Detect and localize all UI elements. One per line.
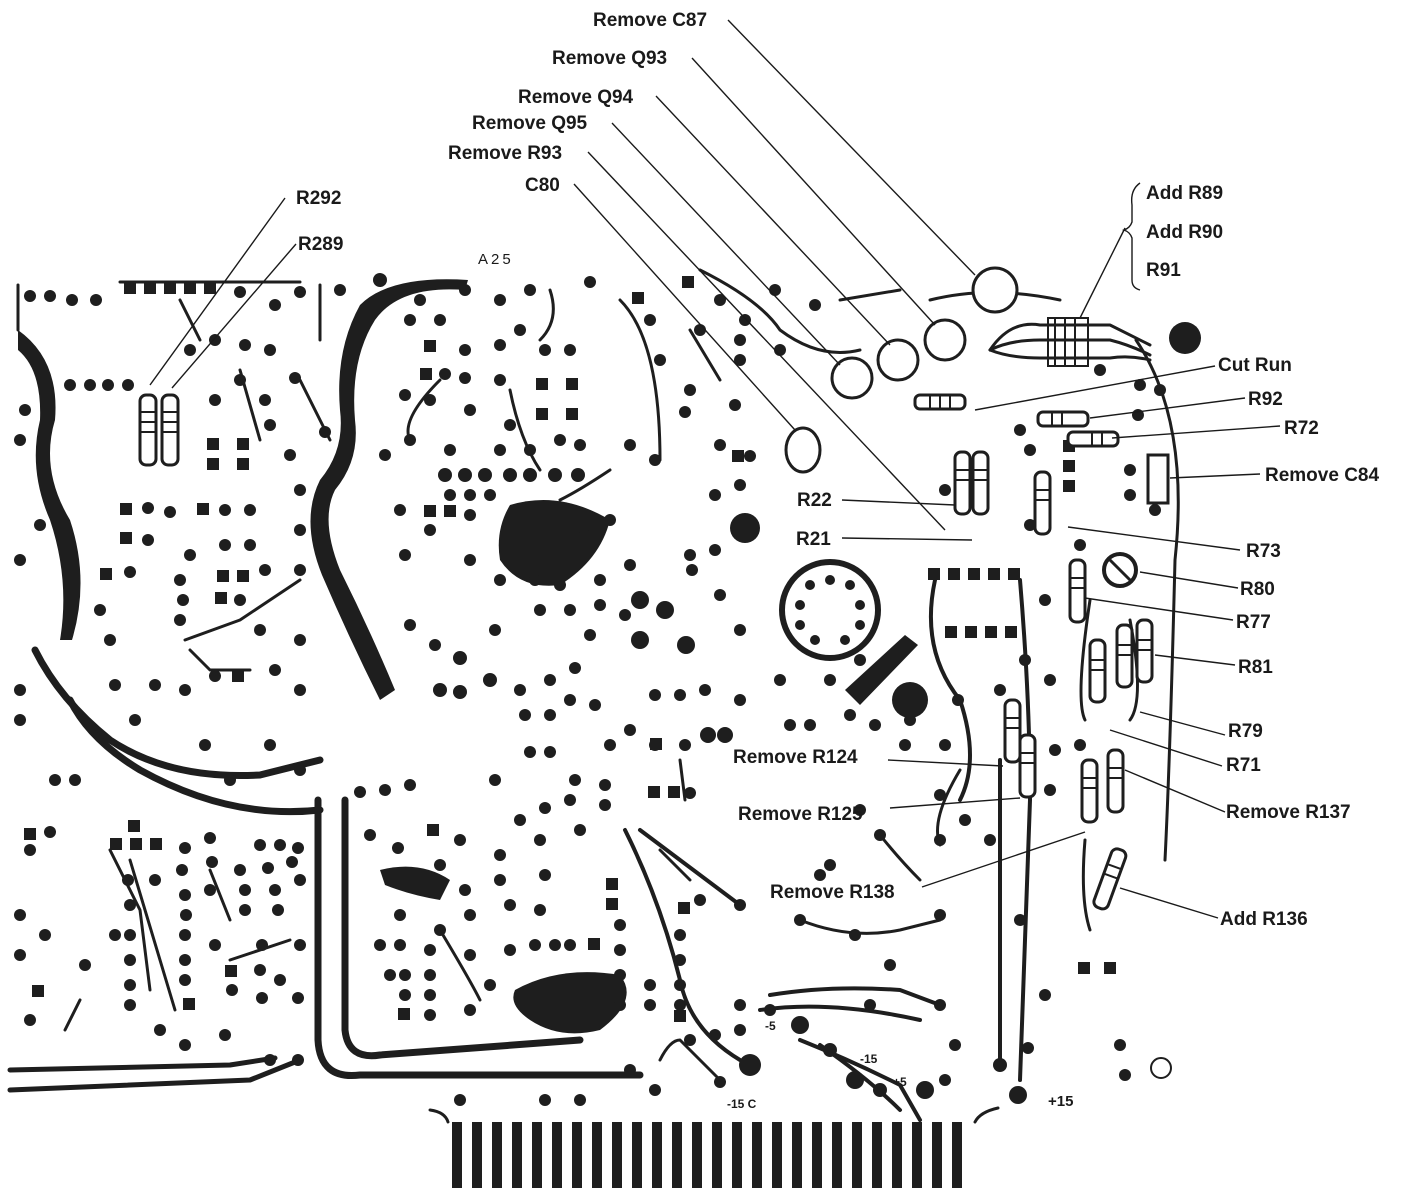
resistor-r289 [160, 393, 180, 467]
test-point [892, 682, 928, 718]
label-cut-run: Cut Run [1218, 355, 1292, 376]
label-remove-r138: Remove R138 [770, 882, 895, 903]
voltage-label-m15c: -15 C [727, 1097, 757, 1111]
resistor-r138 [1080, 758, 1099, 824]
voltage-label-m5: -5 [765, 1019, 776, 1033]
resistor-r81 [1135, 618, 1154, 684]
trimpot-r80 [1102, 552, 1138, 588]
label-remove-q95: Remove Q95 [472, 113, 588, 134]
resistor-r21 [971, 450, 990, 516]
callout-labels: Remove C87 Remove Q93 Remove Q94 Remove … [296, 10, 1379, 930]
component-outlines [138, 266, 1201, 1079]
label-add-r90: Add R90 [1146, 222, 1223, 243]
capacitor-c87 [971, 266, 1019, 314]
resistor-r73 [1033, 470, 1052, 536]
label-r80: R80 [1240, 579, 1275, 600]
test-point [730, 513, 760, 543]
resistor-r79 [1115, 623, 1134, 689]
signal-traces [7, 268, 1139, 1122]
capacitor-c80 [784, 426, 822, 474]
leader-lines [149, 19, 1281, 919]
solder-pads [14, 273, 1166, 1106]
test-point [1169, 322, 1201, 354]
label-c80: C80 [525, 175, 560, 196]
label-r79: R79 [1228, 721, 1263, 742]
label-r289: R289 [298, 234, 343, 255]
label-r73: R73 [1246, 541, 1281, 562]
resistor-r136 [1092, 847, 1128, 911]
label-remove-q93: Remove Q93 [552, 48, 667, 69]
capacitor-c84 [1146, 453, 1170, 505]
heavy-traces [18, 279, 918, 1034]
label-remove-r125: Remove R125 [738, 804, 863, 825]
label-r22: R22 [797, 490, 832, 511]
transistor-q93 [923, 318, 967, 362]
label-r21: R21 [796, 529, 831, 550]
resistor-r124 [1003, 698, 1022, 764]
resistor-r137 [1106, 748, 1125, 814]
label-remove-q94: Remove Q94 [518, 87, 634, 108]
label-r292: R292 [296, 188, 341, 209]
label-add-r89: Add R89 [1146, 183, 1223, 204]
voltage-label-p5: +5 [893, 1075, 907, 1089]
label-r92: R92 [1248, 389, 1283, 410]
board-markings: A25 -5 -15 C -15 +5 +15 [478, 251, 1073, 1111]
label-r77: R77 [1236, 612, 1271, 633]
label-r91: R91 [1146, 260, 1181, 281]
resistor-r71 [1088, 638, 1107, 704]
label-r71: R71 [1226, 755, 1261, 776]
transistor-q94 [876, 338, 920, 382]
resistor-r125 [1018, 733, 1037, 799]
voltage-label-m15: -15 [860, 1052, 878, 1066]
label-r81: R81 [1238, 657, 1273, 678]
label-r72: R72 [1284, 418, 1319, 439]
label-remove-r137: Remove R137 [1226, 802, 1351, 823]
transistor-q95 [830, 356, 874, 400]
edge-connector [452, 1122, 962, 1188]
label-remove-c84: Remove C84 [1265, 465, 1379, 486]
resistor-r22 [953, 450, 972, 516]
label-add-r136: Add R136 [1220, 909, 1308, 930]
board-ref-label: A25 [478, 251, 514, 268]
resistor-stack-r89-r90-r91 [988, 317, 1152, 367]
resistor-r72 [1066, 430, 1120, 448]
label-remove-c87: Remove C87 [593, 10, 707, 31]
resistor-r292 [138, 393, 158, 467]
voltage-label-p15: +15 [1048, 1093, 1073, 1110]
resistor-r93 [913, 393, 967, 411]
ic-socket-round [779, 559, 881, 661]
label-remove-r124: Remove R124 [733, 747, 858, 768]
open-hole [1150, 1057, 1172, 1079]
resistor-r77 [1068, 558, 1087, 624]
label-remove-r93: Remove R93 [448, 143, 562, 164]
resistor-r92 [1036, 410, 1090, 428]
